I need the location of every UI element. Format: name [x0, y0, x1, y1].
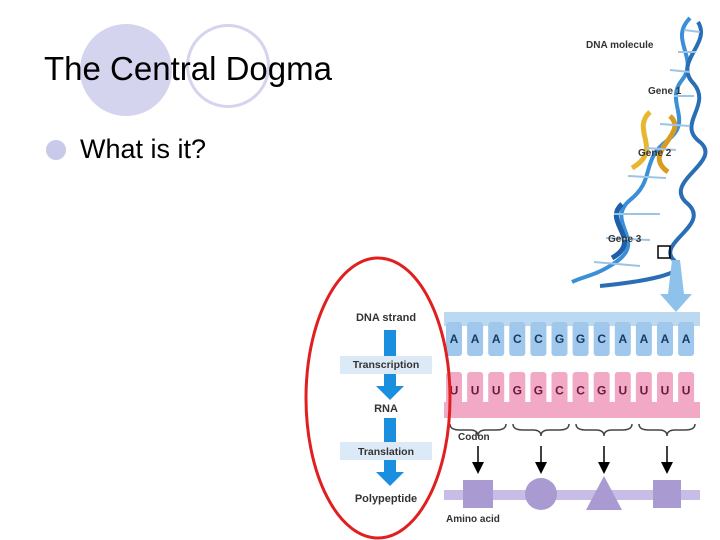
label-translation: Translation: [358, 446, 414, 458]
rna-base-label-4: G: [534, 383, 543, 397]
arrow-down-icon: [376, 386, 404, 400]
dna-base-label-9: A: [640, 332, 649, 346]
label-gene-1: Gene 1: [648, 86, 682, 97]
dna-base-0: [446, 322, 462, 356]
rna-base-label-7: G: [597, 383, 606, 397]
label-transcription: Transcription: [353, 359, 420, 371]
dna-base-label-8: A: [618, 332, 627, 346]
polypeptide-chain: [444, 476, 700, 510]
dna-strand-backbone: [444, 312, 700, 326]
flow-column: [340, 330, 432, 486]
rna-base-11: [678, 372, 695, 408]
rna-base-label-8: U: [618, 383, 627, 397]
label-rna: RNA: [374, 403, 398, 415]
dna-base-label-10: A: [661, 332, 670, 346]
rna-base-1: [467, 372, 484, 408]
label-gene-3: Gene 3: [608, 234, 642, 245]
zoom-arrow-icon: [660, 260, 692, 312]
bullet-item: What is it?: [46, 134, 206, 165]
rna-base-3: [509, 372, 526, 408]
dna-base-7: [593, 322, 610, 356]
rna-base-label-10: U: [661, 383, 670, 397]
dna-base-8: [614, 322, 631, 356]
rna-base-label-3: G: [513, 383, 522, 397]
rna-base-5: [551, 372, 568, 408]
dna-base-label-7: C: [597, 332, 606, 346]
dna-base-5: [551, 322, 568, 356]
amino-acid-square-2: [653, 480, 681, 508]
rna-base-7: [593, 372, 610, 408]
dna-base-label-6: G: [576, 332, 585, 346]
decorative-circle-ring: [186, 24, 270, 108]
dna-base-1: [467, 322, 484, 356]
rna-base-label-1: U: [471, 383, 480, 397]
rna-base-label-9: U: [640, 383, 649, 397]
dna-base-label-1: A: [471, 332, 480, 346]
label-codon: Codon: [458, 432, 490, 443]
rna-strand-backbone: [444, 402, 700, 418]
label-polypeptide: Polypeptide: [355, 493, 417, 505]
dna-base-label-2: A: [492, 332, 501, 346]
dna-base-4: [530, 322, 547, 356]
dna-base-10: [657, 322, 673, 356]
rna-base-6: [572, 372, 589, 408]
amino-acid-triangle: [586, 476, 622, 510]
rna-base-label-2: U: [492, 383, 501, 397]
rna-base-label-0: U: [450, 383, 459, 397]
dna-base-label-4: C: [534, 332, 543, 346]
dna-base-label-11: A: [682, 332, 691, 346]
rna-base-label-5: C: [555, 383, 564, 397]
dna-base-2: [488, 322, 505, 356]
dna-base-9: [635, 322, 652, 356]
rna-base-10: [657, 372, 673, 408]
codon-to-amino-arrows: [472, 446, 673, 474]
rna-base-9: [635, 372, 652, 408]
rna-base-8: [614, 372, 631, 408]
label-dna-molecule: DNA molecule: [586, 40, 654, 51]
bullet-dot-icon: [46, 139, 66, 160]
dna-base-label-5: G: [555, 332, 564, 346]
label-dna-strand: DNA strand: [356, 312, 416, 324]
rna-base-2: [488, 372, 505, 408]
slide-title: The Central Dogma: [44, 50, 332, 87]
arrow-down-icon-2: [376, 472, 404, 486]
dna-base-3: [509, 322, 526, 356]
codon-braces: [449, 423, 696, 437]
label-amino-acid: Amino acid: [446, 514, 500, 525]
amino-acid-square: [463, 480, 493, 508]
rna-base-4: [530, 372, 547, 408]
rna-base-label-6: C: [576, 383, 585, 397]
dna-base-label-3: C: [513, 332, 522, 346]
bullet-text: What is it?: [80, 134, 207, 164]
dna-base-label-0: A: [450, 332, 459, 346]
rna-base-label-11: U: [682, 383, 691, 397]
amino-acid-circle: [525, 478, 557, 510]
dna-base-6: [572, 322, 589, 356]
label-gene-2: Gene 2: [638, 148, 672, 159]
dna-base-11: [678, 322, 695, 356]
decorative-circle-filled: [80, 24, 172, 116]
highlight-ellipse: [304, 256, 452, 540]
